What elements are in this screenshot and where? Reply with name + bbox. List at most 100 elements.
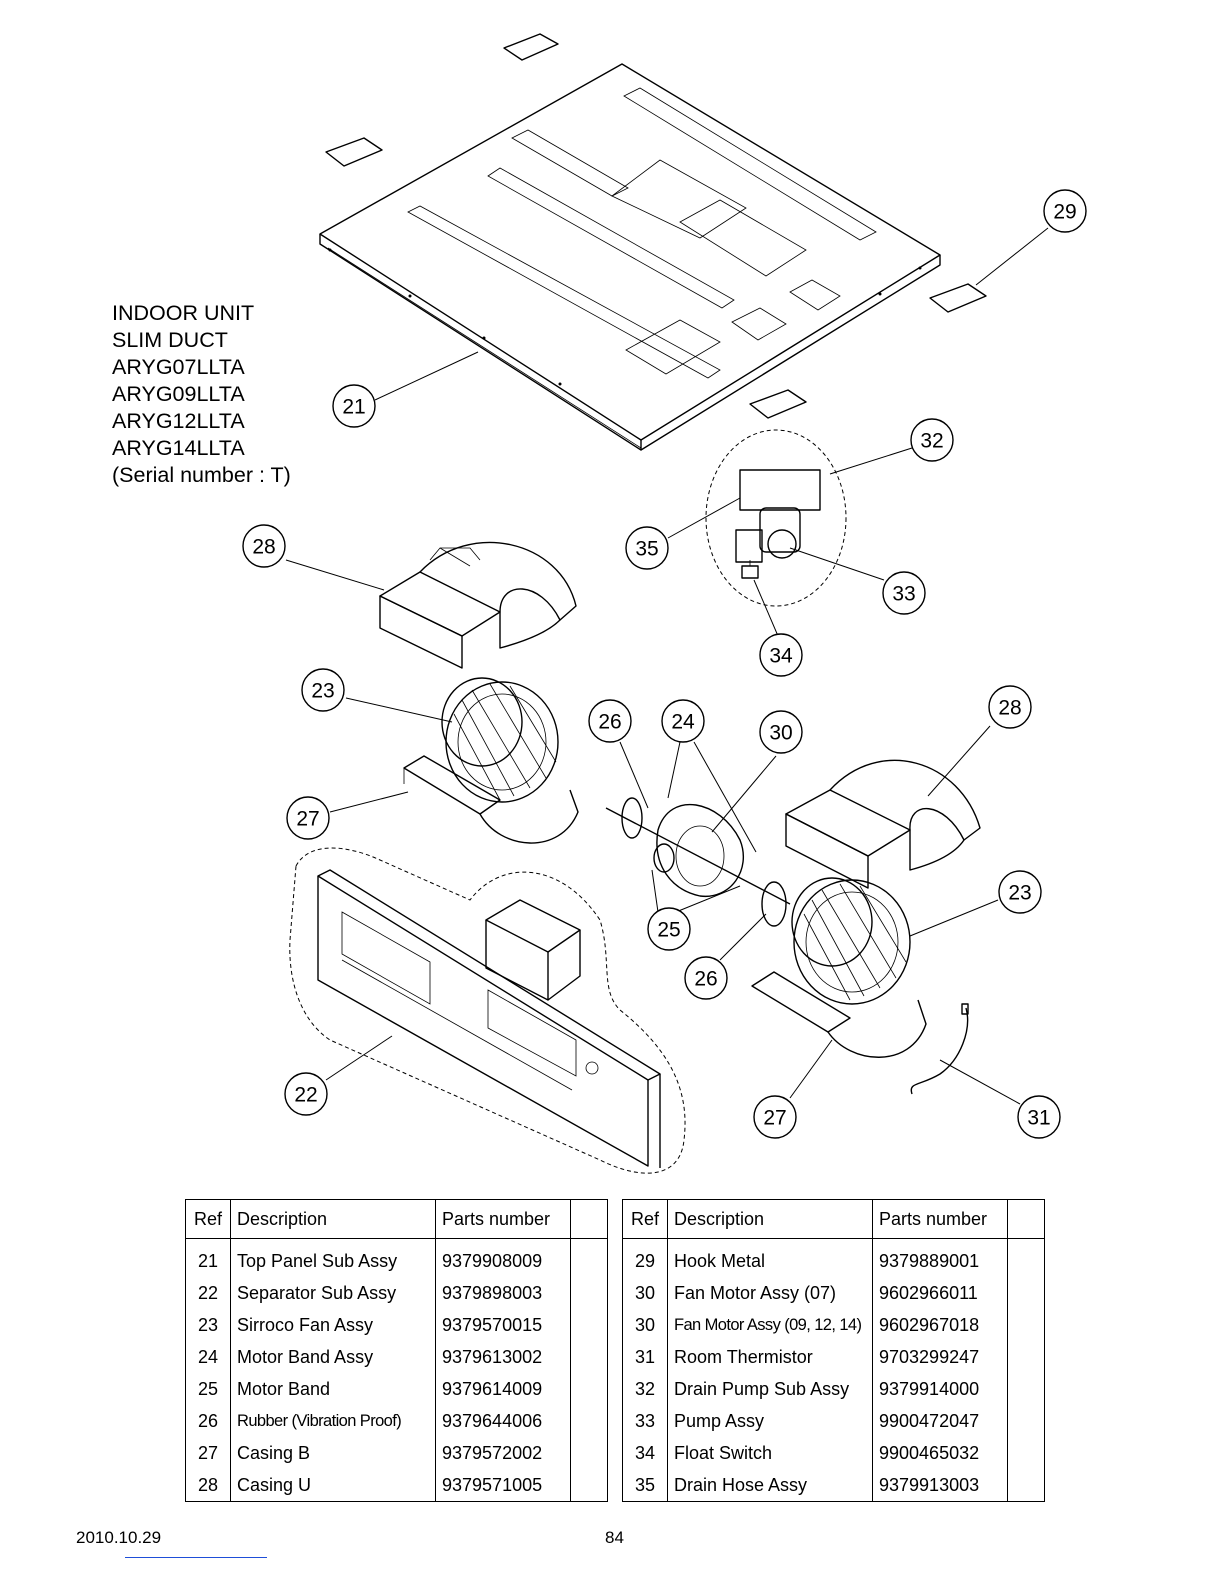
parts-number-cell: 9379570015	[435, 1309, 571, 1341]
model-line: ARYG14LLTA	[112, 436, 245, 460]
fan-motor-drawing	[605, 797, 791, 927]
ref-cell: 24	[185, 1341, 231, 1373]
svg-text:31: 31	[1027, 1107, 1050, 1130]
callout-28-left: 28	[242, 524, 286, 568]
extra-cell	[570, 1373, 608, 1405]
svg-text:24: 24	[671, 711, 695, 734]
parts-number-cell: 9602966011	[872, 1277, 1008, 1309]
callout-31: 31	[1017, 1095, 1061, 1139]
fan-casing-left-drawing	[403, 677, 579, 844]
callout-34: 34	[759, 633, 803, 677]
drain-pump-drawing	[705, 429, 847, 607]
svg-text:34: 34	[769, 645, 793, 668]
callout-21: 21	[332, 384, 376, 428]
extra-cell	[1007, 1309, 1045, 1341]
svg-text:27: 27	[296, 808, 319, 831]
casing-u-right-drawing	[785, 759, 981, 889]
svg-text:21: 21	[342, 396, 365, 419]
ref-cell: 26	[185, 1405, 231, 1437]
callout-28-right: 28	[988, 685, 1032, 729]
top-panel-drawing	[319, 63, 941, 451]
description-cell: Fan Motor Assy (09, 12, 14)	[667, 1309, 873, 1341]
description-cell: Hook Metal	[667, 1238, 873, 1277]
svg-text:28: 28	[998, 697, 1021, 720]
header-parts-number: Parts number	[435, 1199, 571, 1239]
ref-cell: 32	[622, 1373, 668, 1405]
extra-cell	[570, 1341, 608, 1373]
parts-number-cell: 9379889001	[872, 1238, 1008, 1277]
parts-number-cell: 9379644006	[435, 1405, 571, 1437]
callout-27-right: 27	[753, 1095, 797, 1139]
callout-27-left: 27	[286, 796, 330, 840]
callout-23-left: 23	[301, 668, 345, 712]
extra-cell	[570, 1238, 608, 1277]
room-thermistor-drawing	[910, 1003, 969, 1095]
extra-cell	[570, 1405, 608, 1437]
model-line: ARYG12LLTA	[112, 409, 245, 433]
parts-number-cell: 9703299247	[872, 1341, 1008, 1373]
extra-cell	[1007, 1405, 1045, 1437]
svg-text:22: 22	[294, 1084, 317, 1107]
callout-29: 29	[1043, 189, 1087, 233]
extra-cell	[570, 1469, 608, 1502]
svg-text:25: 25	[657, 919, 680, 942]
ref-cell: 25	[185, 1373, 231, 1405]
description-cell: Pump Assy	[667, 1405, 873, 1437]
header-extra	[570, 1199, 608, 1239]
page-number: 84	[605, 1528, 624, 1547]
ref-cell: 31	[622, 1341, 668, 1373]
parts-number-cell: 9379614009	[435, 1373, 571, 1405]
ref-cell: 30	[622, 1277, 668, 1309]
parts-number-cell: 9379571005	[435, 1469, 571, 1502]
svg-text:29: 29	[1053, 201, 1076, 224]
hook-metal-drawings	[325, 33, 987, 419]
description-cell: Float Switch	[667, 1437, 873, 1469]
callout-33: 33	[882, 571, 926, 615]
model-line: (Serial number : T)	[112, 463, 291, 487]
svg-text:23: 23	[311, 680, 334, 703]
model-line: INDOOR UNIT	[112, 301, 255, 325]
leader-lines	[285, 227, 1049, 1105]
header-description: Description	[230, 1199, 436, 1239]
ref-cell: 22	[185, 1277, 231, 1309]
description-cell: Separator Sub Assy	[230, 1277, 436, 1309]
description-cell: Fan Motor Assy (07)	[667, 1277, 873, 1309]
model-line: ARYG07LLTA	[112, 355, 245, 379]
description-cell: Sirroco Fan Assy	[230, 1309, 436, 1341]
ref-cell: 30	[622, 1309, 668, 1341]
svg-text:33: 33	[892, 583, 915, 606]
ref-cell: 23	[185, 1309, 231, 1341]
extra-cell	[570, 1277, 608, 1309]
parts-number-cell: 9379898003	[435, 1277, 571, 1309]
header-ref: Ref	[622, 1199, 668, 1239]
extra-cell	[1007, 1373, 1045, 1405]
description-cell: Casing U	[230, 1469, 436, 1502]
extra-cell	[1007, 1469, 1045, 1502]
extra-cell	[1007, 1437, 1045, 1469]
model-line: ARYG09LLTA	[112, 382, 245, 406]
ref-cell: 33	[622, 1405, 668, 1437]
extra-cell	[1007, 1238, 1045, 1277]
svg-text:35: 35	[635, 538, 658, 561]
ref-cell: 28	[185, 1469, 231, 1502]
extra-cell	[1007, 1277, 1045, 1309]
parts-number-cell: 9900472047	[872, 1405, 1008, 1437]
callout-26-bottom: 26	[684, 956, 728, 1000]
description-cell: Motor Band Assy	[230, 1341, 436, 1373]
fan-casing-right-drawing	[751, 877, 927, 1058]
callout-35: 35	[625, 526, 669, 570]
extra-cell	[570, 1309, 608, 1341]
extra-cell	[1007, 1341, 1045, 1373]
